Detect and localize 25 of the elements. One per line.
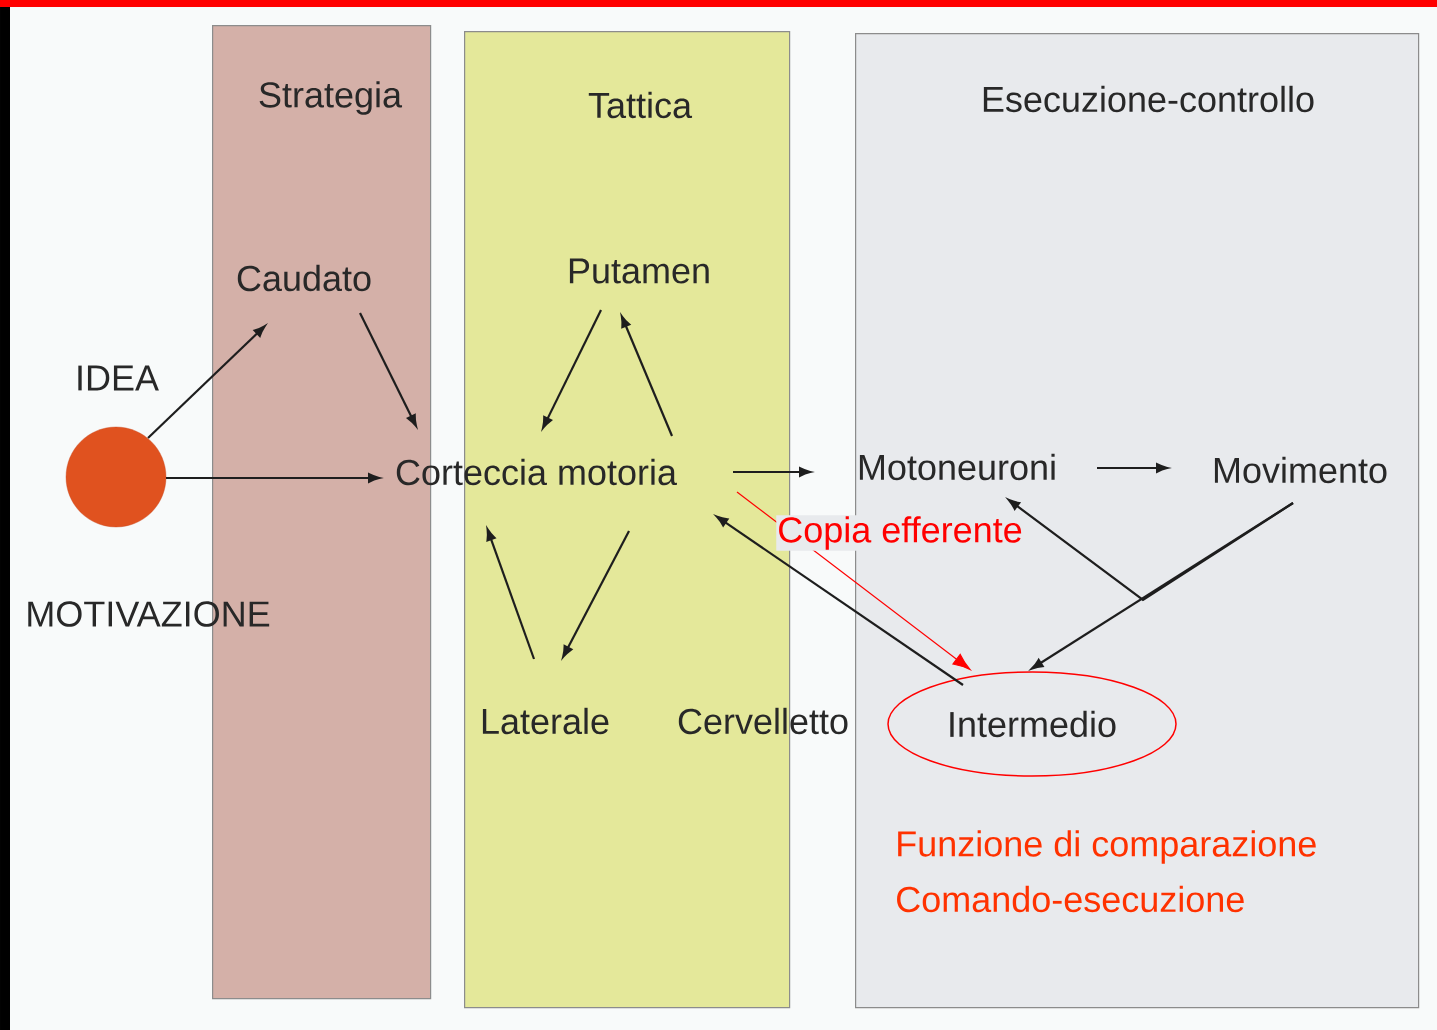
arrow: [1097, 463, 1169, 473]
node-label: Movimento: [1214, 456, 1387, 484]
node-label: Caudato: [237, 264, 371, 292]
node-caption: IDEA: [78, 365, 159, 391]
node-label: Laterale: [482, 707, 609, 735]
circle: [65, 426, 167, 528]
arrow: [486, 528, 536, 660]
arrow: [733, 467, 812, 477]
arrow: [620, 315, 674, 437]
arrow: [542, 309, 602, 429]
arrow: [562, 530, 630, 658]
arrow: [359, 312, 417, 427]
arrow: [736, 491, 971, 670]
text-label: Funzione di comparazione: [898, 830, 1316, 864]
node-label: Corteccia motoria: [396, 458, 677, 486]
arrow: [166, 473, 381, 483]
arrow: [147, 325, 266, 439]
node-caption: MOTIVAZIONE: [28, 601, 270, 627]
edge-label: Copia efferente: [776, 515, 1024, 551]
ellipse-node: Intermedio: [887, 671, 1177, 777]
text-label: Comando-esecuzione: [897, 885, 1244, 913]
node-label: Motoneuroni: [859, 453, 1055, 481]
node-label: Putamen: [569, 258, 709, 284]
text-label: Cervelletto: [678, 707, 848, 735]
arrow: [715, 515, 964, 686]
